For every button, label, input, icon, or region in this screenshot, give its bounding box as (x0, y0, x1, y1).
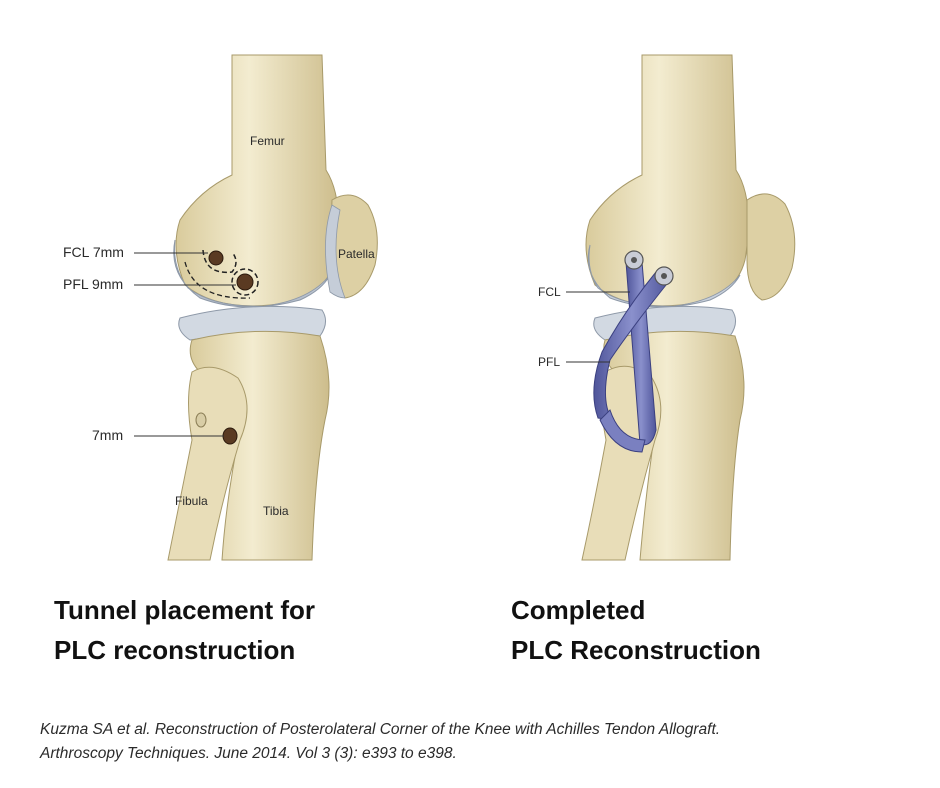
fcl-screw-center (631, 257, 637, 263)
pfl-label: PFL (538, 355, 560, 369)
pfl-tunnel-outline (231, 268, 259, 296)
citation-line1: Kuzma SA et al. Reconstruction of Poster… (40, 721, 721, 738)
tunnel-guide-arc (184, 261, 251, 299)
left-knee-svg: Femur Patella FCL 7mm PFL 9mm 7mm Fibula… (63, 54, 378, 561)
pfl-tunnel (236, 273, 254, 291)
fibula-tunnel-entry (195, 412, 207, 428)
tibia-label: Tibia (263, 504, 289, 518)
right-knee-svg: FCL PFL (538, 54, 796, 561)
femoral-cartilage (587, 244, 741, 308)
graft-loop (599, 409, 646, 453)
left-knee-illustration: Femur Patella FCL 7mm PFL 9mm 7mm Fibula… (0, 0, 470, 580)
right-caption: Completed PLC Reconstruction (511, 590, 761, 670)
fcl-tunnel-outline (202, 249, 237, 274)
left-caption-line2: PLC reconstruction (54, 635, 296, 665)
pfl-screw-center (661, 273, 667, 279)
fibula-bone (167, 366, 248, 561)
fcl-label: FCL 7mm (63, 244, 124, 260)
right-knee-illustration: FCL PFL (470, 0, 940, 580)
pfl-label: PFL 9mm (63, 276, 123, 292)
femur-bone (175, 54, 339, 307)
left-caption: Tunnel placement for PLC reconstruction (54, 590, 315, 670)
patella-bone (746, 193, 796, 301)
citation: Kuzma SA et al. Reconstruction of Poster… (40, 718, 920, 766)
fibula-tunnel (222, 427, 238, 445)
femur-label: Femur (250, 134, 285, 148)
fcl-label: FCL (538, 285, 561, 299)
citation-line2: Arthroscopy Techniques. June 2014. Vol 3… (40, 745, 457, 762)
patella-cartilage (325, 204, 346, 299)
right-caption-line2: PLC Reconstruction (511, 635, 761, 665)
patella-label: Patella (338, 247, 375, 261)
left-caption-line1: Tunnel placement for (54, 595, 315, 625)
fibula-tunnel-label: 7mm (92, 427, 123, 443)
fcl-tunnel (208, 250, 224, 266)
fibula-label: Fibula (175, 494, 208, 508)
right-caption-line1: Completed (511, 595, 646, 625)
